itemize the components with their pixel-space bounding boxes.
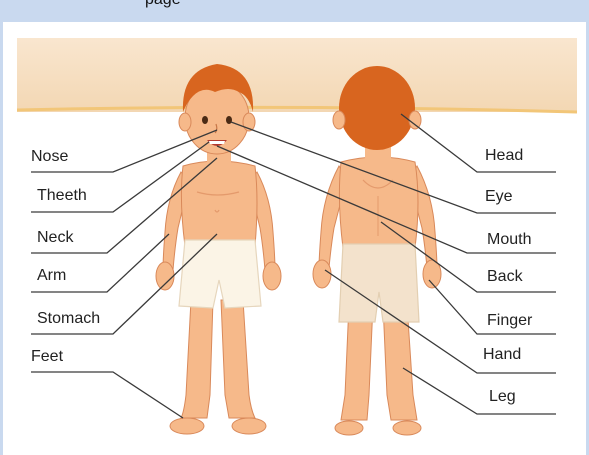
label-stomach: Stomach — [37, 310, 100, 328]
label-theeth: Theeth — [37, 187, 87, 205]
label-back: Back — [487, 268, 523, 286]
label-feet: Feet — [31, 348, 63, 366]
label-mouth: Mouth — [487, 231, 531, 249]
body-parts-diagram — [3, 0, 586, 455]
leader-line-feet — [31, 372, 183, 418]
leader-line-head — [401, 114, 556, 172]
leader-lines — [31, 114, 556, 418]
label-hand: Hand — [483, 346, 521, 364]
label-neck: Neck — [37, 229, 73, 247]
label-leg: Leg — [489, 388, 516, 406]
leader-line-leg — [403, 368, 556, 414]
front-child-figure — [156, 64, 281, 434]
label-arm: Arm — [37, 267, 66, 285]
label-eye: Eye — [485, 188, 513, 206]
label-head: Head — [485, 147, 523, 165]
label-nose: Nose — [31, 148, 68, 166]
background-banner — [17, 38, 577, 112]
label-finger: Finger — [487, 312, 532, 330]
